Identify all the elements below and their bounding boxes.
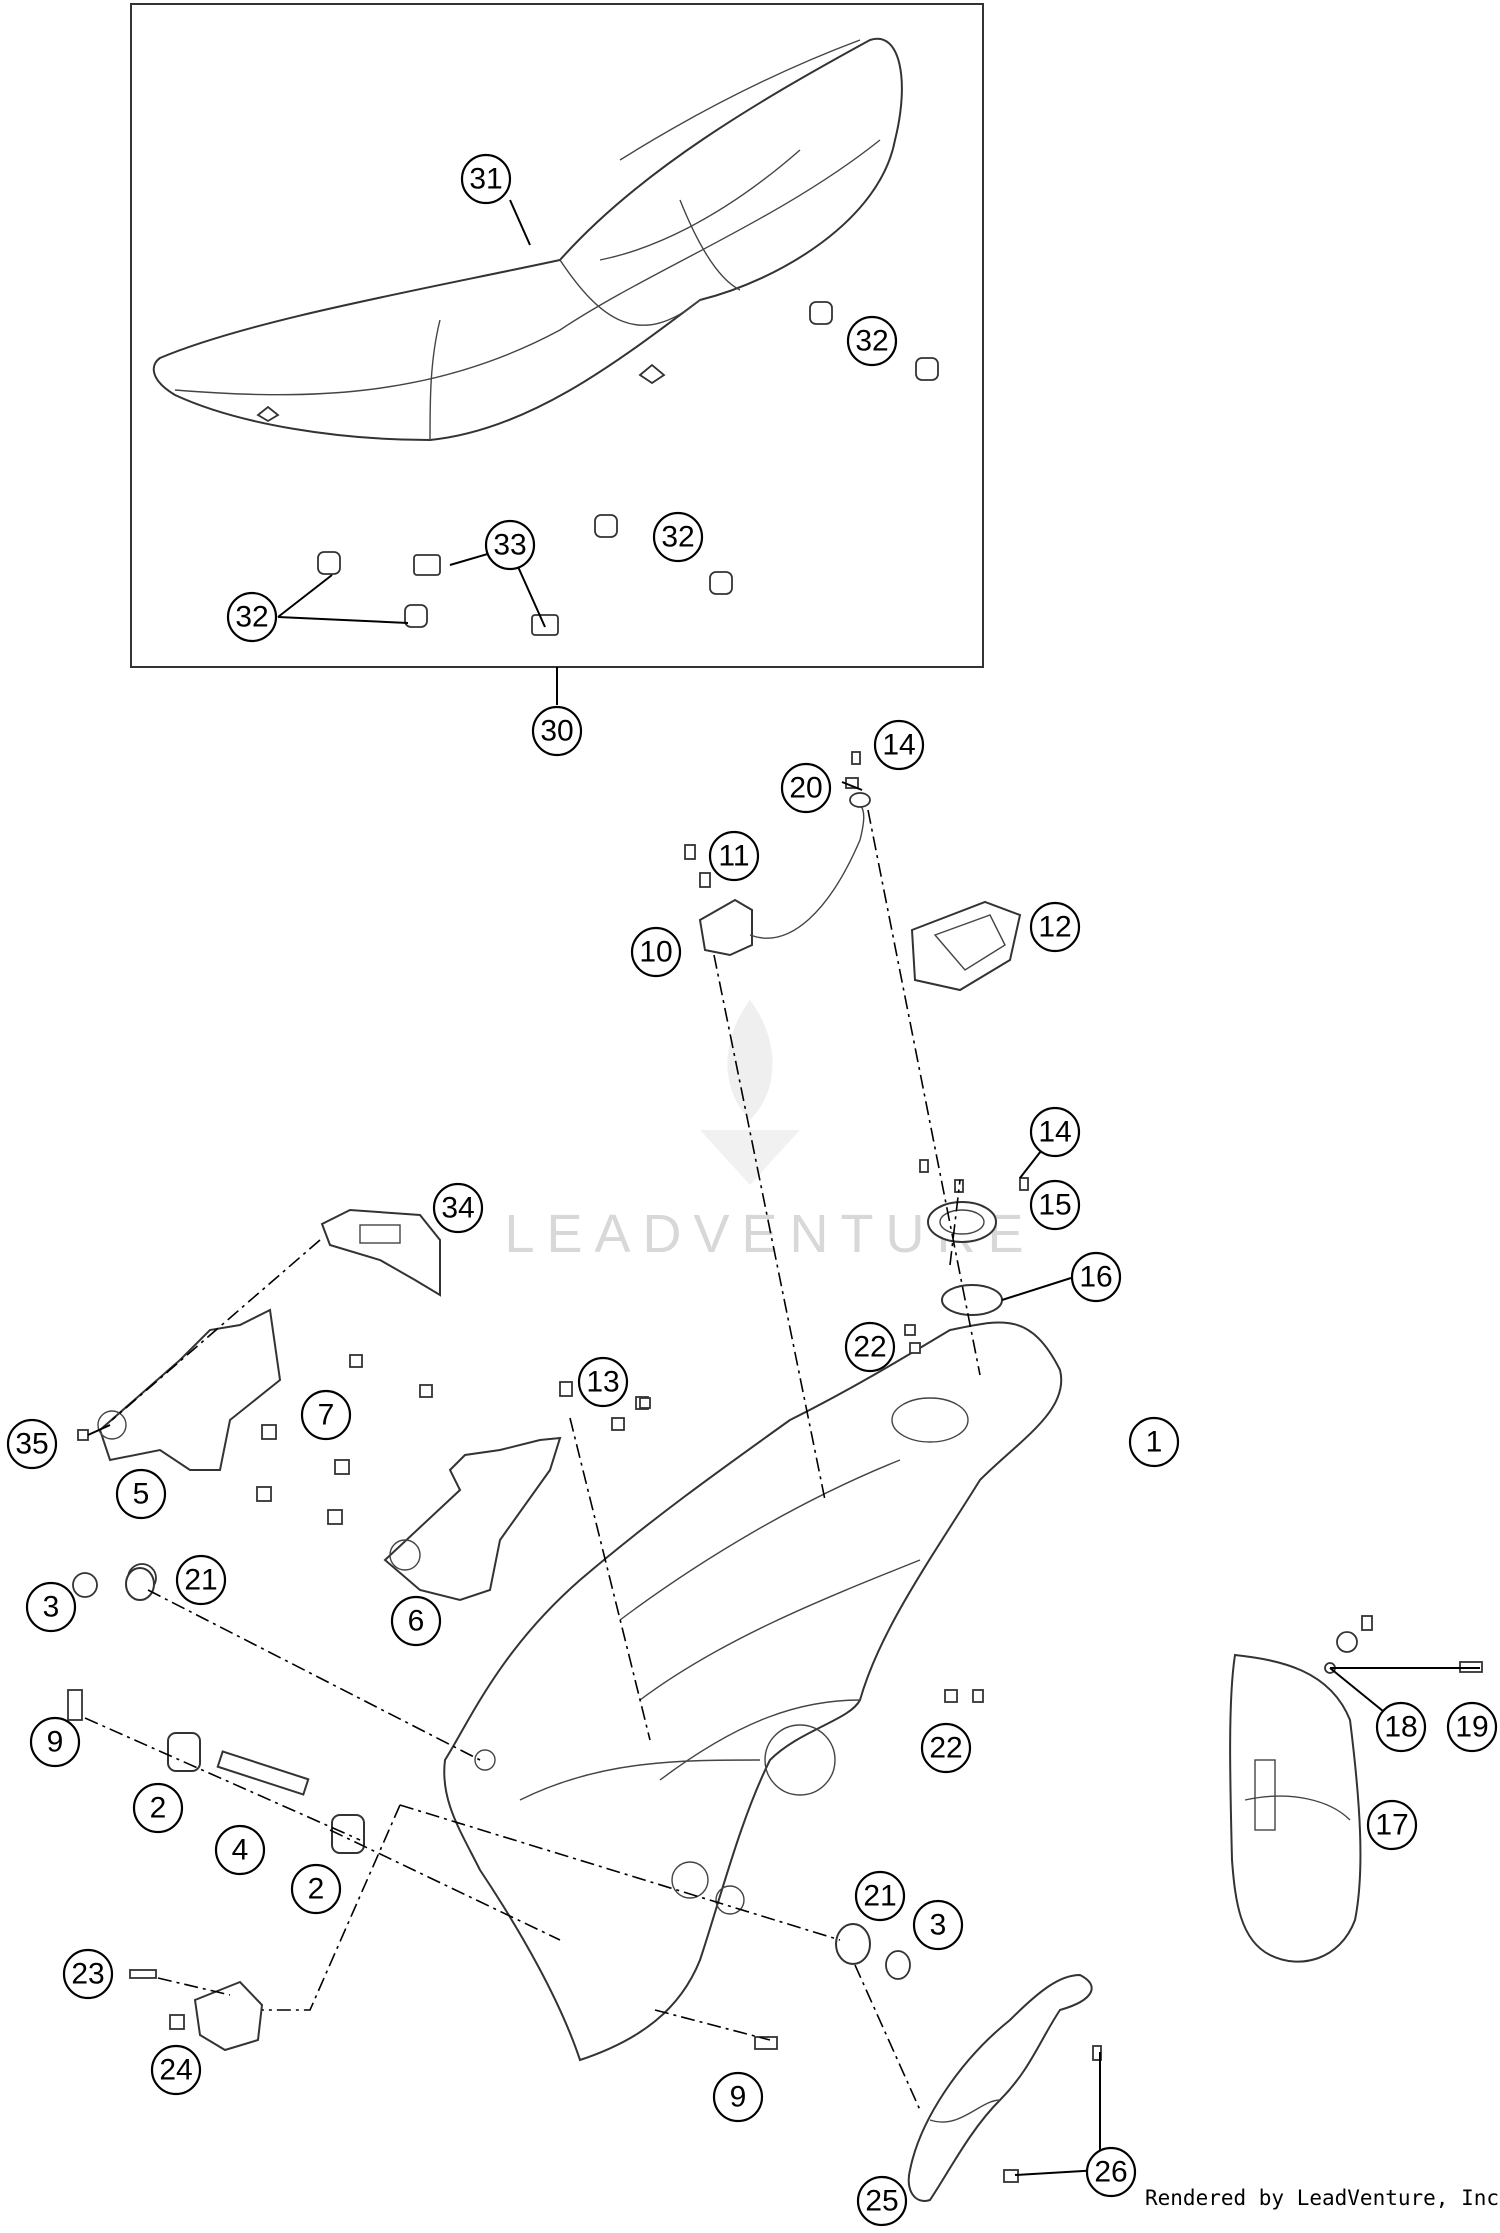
- svg-text:14: 14: [1038, 1116, 1071, 1149]
- callout-1: 1: [1128, 1416, 1180, 1468]
- callout-25: 25: [856, 2175, 908, 2227]
- callout-10: 10: [630, 926, 682, 978]
- assembly-lines: [84, 809, 981, 2111]
- callout-9: 9: [712, 2071, 764, 2123]
- svg-text:18: 18: [1384, 1711, 1417, 1744]
- svg-text:15: 15: [1038, 1189, 1071, 1222]
- svg-text:13: 13: [586, 1366, 619, 1399]
- svg-text:4: 4: [232, 1834, 249, 1867]
- bolt-parts: [77, 1324, 984, 1703]
- svg-text:16: 16: [1079, 1261, 1112, 1294]
- callout-7: 7: [300, 1389, 352, 1441]
- watermark-logo: [700, 1000, 800, 1185]
- callout-26: 26: [1085, 2146, 1137, 2198]
- callout-30: 30: [531, 705, 583, 757]
- svg-text:7: 7: [318, 1399, 335, 1432]
- callout-22: 22: [920, 1722, 972, 1774]
- callout-14: 14: [873, 719, 925, 771]
- callout-23: 23: [62, 1948, 114, 2000]
- callout-35: 35: [6, 1418, 58, 1470]
- callout-12: 12: [1029, 901, 1081, 953]
- callout-14: 14: [1029, 1106, 1081, 1158]
- callout-21: 21: [175, 1554, 227, 1606]
- side-cover-part: [1229, 1615, 1483, 1963]
- callout-33: 33: [484, 519, 536, 571]
- callout-24: 24: [150, 2044, 202, 2096]
- callout-18: 18: [1375, 1701, 1427, 1753]
- svg-text:33: 33: [493, 529, 526, 562]
- svg-text:32: 32: [235, 601, 268, 634]
- svg-text:35: 35: [15, 1428, 48, 1461]
- callout-21: 21: [854, 1870, 906, 1922]
- callout-16: 16: [1070, 1251, 1122, 1303]
- callout-32: 32: [226, 591, 278, 643]
- callout-22: 22: [844, 1321, 896, 1373]
- svg-text:14: 14: [882, 729, 915, 762]
- svg-text:2: 2: [308, 1873, 325, 1906]
- fuel-tank-part: [443, 1321, 1063, 2062]
- callout-13: 13: [577, 1356, 629, 1408]
- callout-5: 5: [115, 1468, 167, 1520]
- svg-text:9: 9: [730, 2081, 747, 2114]
- callout-19: 19: [1446, 1701, 1498, 1753]
- svg-text:1: 1: [1146, 1426, 1163, 1459]
- callout-32: 32: [652, 511, 704, 563]
- svg-text:31: 31: [469, 163, 502, 196]
- svg-text:11: 11: [718, 840, 749, 873]
- svg-text:19: 19: [1455, 1711, 1488, 1744]
- callout-6: 6: [390, 1595, 442, 1647]
- svg-text:22: 22: [929, 1732, 962, 1765]
- callout-20: 20: [780, 762, 832, 814]
- fuel-cap-parts: [684, 751, 1029, 1316]
- svg-text:3: 3: [43, 1591, 60, 1624]
- svg-text:6: 6: [408, 1605, 425, 1638]
- render-credit: Rendered by LeadVenture, Inc.: [1145, 2186, 1500, 2210]
- svg-text:32: 32: [855, 325, 888, 358]
- svg-text:21: 21: [184, 1564, 217, 1597]
- svg-text:17: 17: [1375, 1809, 1408, 1842]
- svg-text:25: 25: [865, 2185, 898, 2218]
- svg-text:34: 34: [441, 1192, 474, 1225]
- svg-text:22: 22: [853, 1331, 886, 1364]
- mount-hardware-parts: [67, 1563, 911, 2050]
- svg-text:24: 24: [159, 2054, 192, 2087]
- svg-text:3: 3: [930, 1909, 947, 1942]
- svg-text:5: 5: [133, 1478, 150, 1511]
- callout-32: 32: [846, 315, 898, 367]
- callout-17: 17: [1366, 1799, 1418, 1851]
- callout-34: 34: [432, 1182, 484, 1234]
- seat-part: [152, 37, 903, 442]
- svg-text:32: 32: [661, 521, 694, 554]
- nut-parts: [317, 301, 939, 636]
- svg-text:23: 23: [71, 1958, 104, 1991]
- svg-text:26: 26: [1094, 2156, 1127, 2189]
- svg-text:12: 12: [1038, 911, 1071, 944]
- svg-text:30: 30: [540, 715, 573, 748]
- callout-15: 15: [1029, 1179, 1081, 1231]
- svg-text:9: 9: [47, 1726, 64, 1759]
- svg-text:2: 2: [150, 1792, 167, 1825]
- latch-and-guard-parts: [129, 1969, 1102, 2202]
- callout-31: 31: [460, 153, 512, 205]
- bracket-parts: [97, 1208, 562, 1602]
- svg-text:20: 20: [789, 772, 822, 805]
- callout-3: 3: [912, 1899, 964, 1951]
- callout-3: 3: [25, 1581, 77, 1633]
- callout-11: 11: [708, 830, 760, 882]
- callout-4: 4: [214, 1824, 266, 1876]
- callout-2: 2: [132, 1782, 184, 1834]
- callout-2: 2: [290, 1863, 342, 1915]
- svg-text:21: 21: [863, 1880, 896, 1913]
- svg-text:10: 10: [639, 936, 672, 969]
- callout-9: 9: [29, 1716, 81, 1768]
